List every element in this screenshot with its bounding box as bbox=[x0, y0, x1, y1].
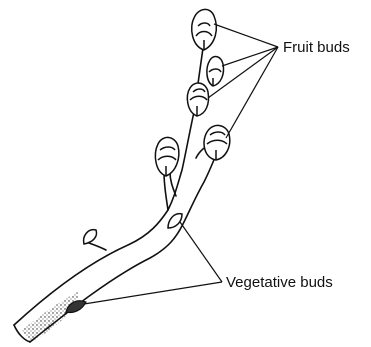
fruit-bud bbox=[207, 57, 224, 86]
vegetative-bud bbox=[168, 214, 182, 228]
vegetative-buds-label: Vegetative buds bbox=[226, 275, 333, 290]
fruit-bud bbox=[187, 83, 208, 116]
bark-shading bbox=[22, 292, 78, 342]
fruit-bud bbox=[204, 125, 230, 160]
fruit-bud bbox=[192, 9, 217, 50]
fruit-buds-label: Fruit buds bbox=[283, 40, 350, 55]
vegetative-buds-leader-lines bbox=[84, 222, 222, 304]
vegetative-bud bbox=[84, 230, 97, 244]
fruit-bud bbox=[155, 137, 178, 176]
